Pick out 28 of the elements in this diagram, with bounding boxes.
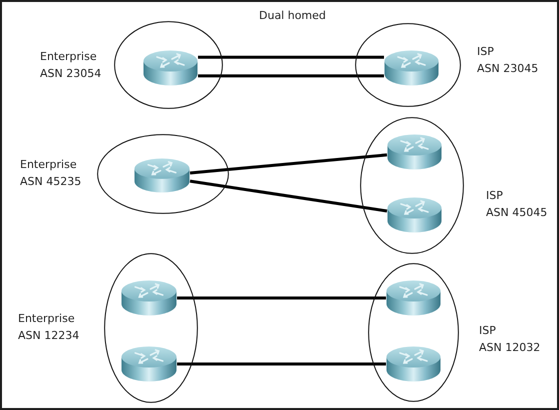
connector-line [177,362,386,366]
as-label: ISP ASN 45045 [486,188,548,221]
connector-line [198,74,384,78]
router-icon [121,280,177,316]
router-icon [386,346,441,382]
group-ellipse [97,134,229,214]
as-label: Enterprise ASN 45235 [20,157,82,190]
group-ellipse [114,21,223,109]
router-icon [387,197,442,233]
group-ellipse [104,253,198,403]
diagram-title: Dual homed [259,9,326,23]
router-icon [134,158,190,193]
group-ellipse [360,117,464,254]
connector-line [198,56,384,59]
router-icon [121,346,177,382]
connector-line [177,296,386,300]
router-icon [384,50,439,86]
router-icon [387,134,442,170]
as-label: ISP ASN 12032 [479,323,540,356]
router-icon [143,50,198,86]
as-label: ISP ASN 23045 [477,44,538,77]
as-label: Enterprise ASN 23054 [40,49,102,82]
router-icon [386,280,441,316]
group-ellipse [368,263,459,402]
connector-line [190,153,388,175]
as-label: Enterprise ASN 12234 [18,311,80,344]
group-ellipse [355,23,461,107]
connector-line [190,180,388,213]
